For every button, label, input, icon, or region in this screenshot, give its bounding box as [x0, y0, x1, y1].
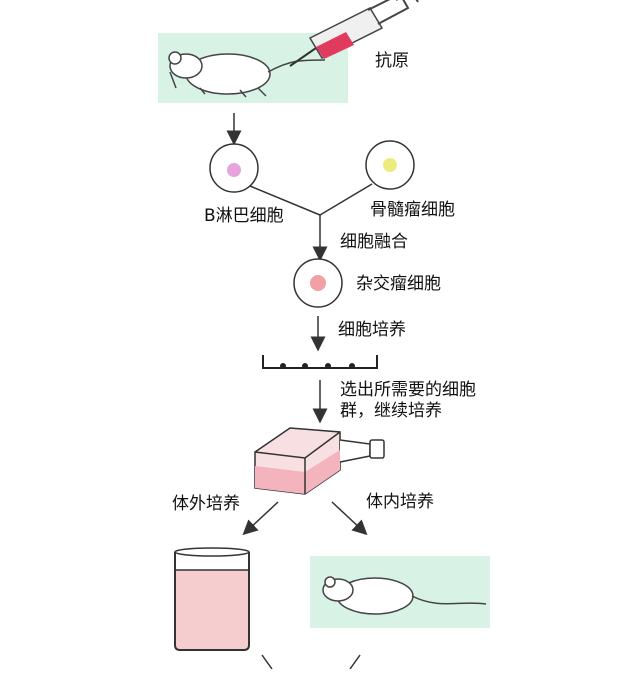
- mouse-icon-2: [322, 576, 487, 615]
- syringe-fluid: [316, 32, 354, 59]
- arrow-bottom-right: [349, 654, 361, 670]
- label-in-vitro: 体外培养: [172, 494, 240, 514]
- label-antigen: 抗原: [375, 51, 409, 71]
- culture-plate-icon: [262, 355, 378, 369]
- arrow-bottom-left: [261, 654, 273, 670]
- fusion-line-right: [319, 183, 373, 216]
- label-in-vivo: 体内培养: [366, 492, 434, 512]
- b-lymphocyte-cell: [209, 143, 259, 193]
- hybridoma-nucleus: [310, 275, 326, 291]
- hybridoma-cell: [293, 258, 343, 308]
- label-select: 选出所需要的细胞群，继续培养: [340, 380, 476, 422]
- beaker-medium: [175, 570, 249, 650]
- label-fusion: 细胞融合: [340, 232, 408, 252]
- flask-medium: [255, 450, 340, 494]
- arrow-in-vivo: [331, 501, 368, 536]
- syringe-icon: [289, 0, 419, 67]
- label-culture: 细胞培养: [338, 320, 406, 340]
- arrow-in-vitro: [242, 501, 279, 536]
- myeloma-nucleus: [383, 158, 397, 172]
- label-myeloma: 骨髓瘤细胞: [370, 200, 455, 220]
- b-cell-nucleus: [227, 163, 241, 177]
- culture-flask-icon: [254, 427, 385, 495]
- culture-beaker-icon: [174, 547, 250, 651]
- in-vivo-mouse-panel: [310, 556, 490, 628]
- label-hybridoma: 杂交瘤细胞: [356, 274, 441, 294]
- myeloma-cell: [365, 140, 415, 190]
- fusion-line-left: [249, 185, 321, 216]
- label-b-lymphocyte: B淋巴细胞: [204, 206, 284, 226]
